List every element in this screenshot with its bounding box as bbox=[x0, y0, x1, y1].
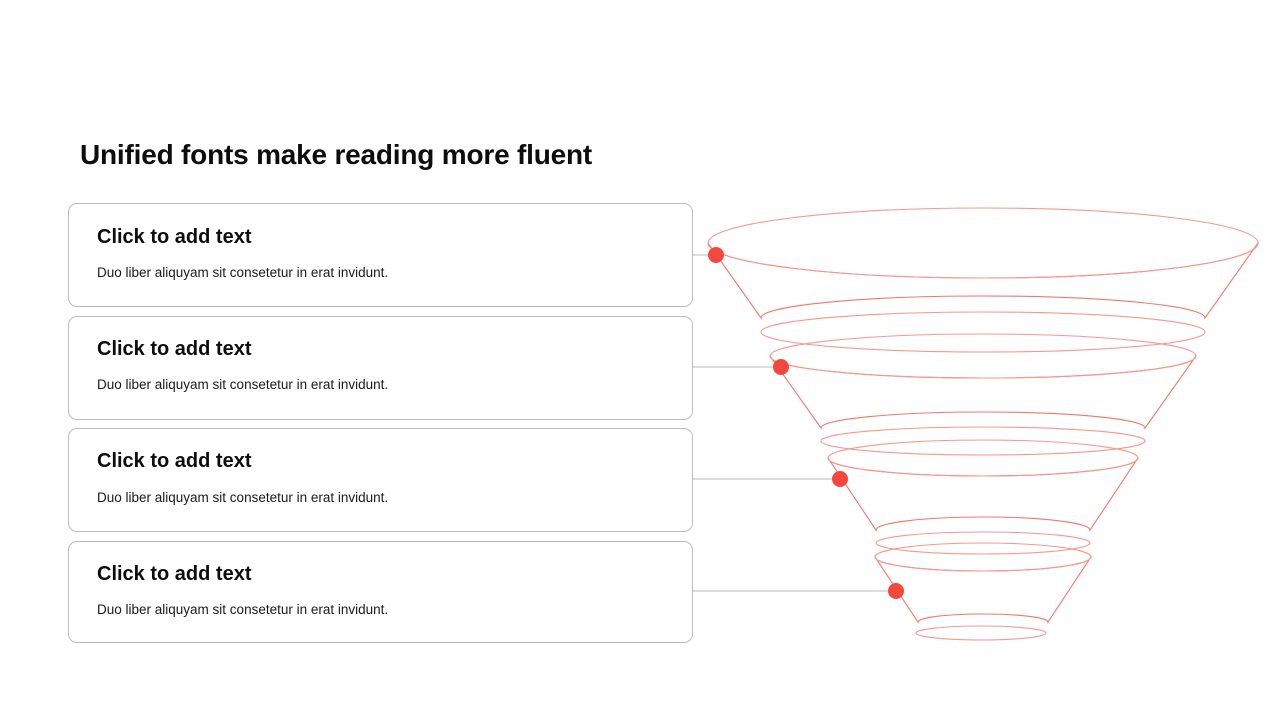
text-card-4[interactable]: Click to add text Duo liber aliquyam sit… bbox=[68, 541, 693, 643]
funnel-stage-4-rim bbox=[874, 542, 1092, 572]
funnel-stage-1[interactable] bbox=[707, 207, 1259, 353]
funnel-marker-dot-1[interactable] bbox=[708, 247, 724, 263]
text-card-3-heading[interactable]: Click to add text bbox=[97, 450, 252, 472]
text-card-2-body[interactable]: Duo liber aliquyam sit consetetur in era… bbox=[97, 377, 389, 392]
funnel-markers[interactable] bbox=[708, 247, 904, 599]
funnel-stage-4-bottom-rim bbox=[915, 625, 1047, 641]
funnel-marker-dot-4[interactable] bbox=[888, 583, 904, 599]
funnel-stage-3-rim bbox=[827, 439, 1139, 477]
text-card-2[interactable]: Click to add text Duo liber aliquyam sit… bbox=[68, 316, 693, 420]
text-card-3[interactable]: Click to add text Duo liber aliquyam sit… bbox=[68, 428, 693, 532]
text-card-1[interactable]: Click to add text Duo liber aliquyam sit… bbox=[68, 203, 693, 307]
text-card-4-body[interactable]: Duo liber aliquyam sit consetetur in era… bbox=[97, 602, 389, 617]
funnel-marker-dot-2[interactable] bbox=[773, 359, 789, 375]
funnel-stage-1-body bbox=[707, 241, 1259, 320]
text-card-4-heading[interactable]: Click to add text bbox=[97, 563, 252, 585]
funnel-stage-2-bottom-rim bbox=[820, 426, 1146, 456]
funnel-stage-3-body bbox=[827, 456, 1139, 532]
funnel-stage-3[interactable] bbox=[827, 439, 1139, 555]
funnel-stage-1-bottom-rim bbox=[760, 311, 1206, 353]
funnel-marker-dot-3[interactable] bbox=[832, 471, 848, 487]
funnel-stage-4[interactable] bbox=[874, 542, 1092, 641]
funnel-stage-1-rim bbox=[707, 207, 1259, 279]
funnel-stage-2[interactable] bbox=[769, 333, 1197, 456]
text-card-3-body[interactable]: Duo liber aliquyam sit consetetur in era… bbox=[97, 490, 389, 505]
funnel-stage-3-bottom-rim bbox=[875, 531, 1091, 555]
text-card-1-body[interactable]: Duo liber aliquyam sit consetetur in era… bbox=[97, 265, 389, 280]
page-title[interactable]: Unified fonts make reading more fluent bbox=[80, 139, 593, 170]
funnel-stage-2-rim bbox=[769, 333, 1197, 379]
text-card-1-heading[interactable]: Click to add text bbox=[97, 226, 252, 248]
funnel-stage-2-body bbox=[769, 354, 1197, 430]
connector-lines bbox=[693, 254, 896, 592]
text-card-2-heading[interactable]: Click to add text bbox=[97, 338, 252, 360]
